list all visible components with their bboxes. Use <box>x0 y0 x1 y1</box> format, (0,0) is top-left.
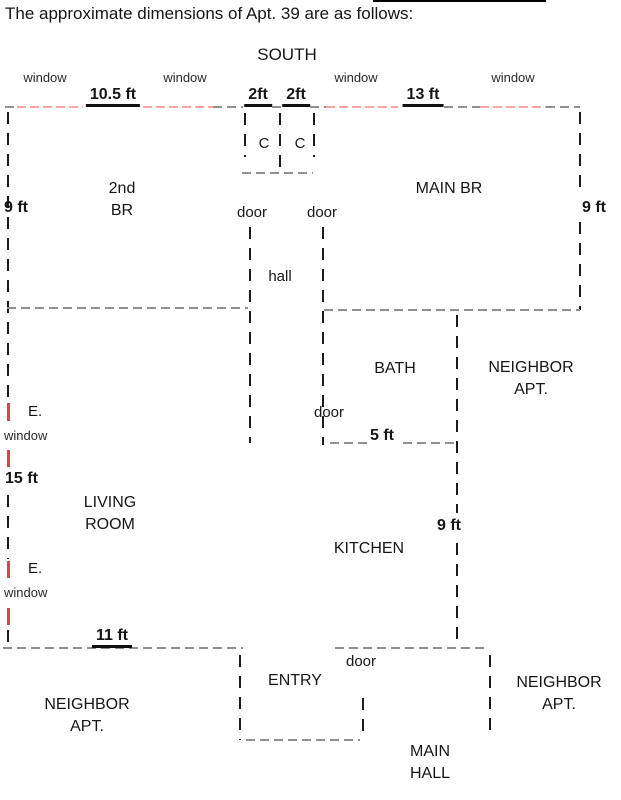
dim-west-9ft: 9 ft <box>4 199 28 216</box>
wall-living-south <box>3 647 243 649</box>
room-label-kitchen: KITCHEN <box>333 540 405 557</box>
entry-wall-south <box>246 739 360 741</box>
room-label-2nd-br: 2nd BR <box>108 180 136 219</box>
room-label-entry: ENTRY <box>268 672 322 689</box>
wall-bath-east <box>456 315 458 513</box>
wall-west <box>7 112 9 400</box>
dim-east-9ft: 9 ft <box>582 199 606 216</box>
wall-east-mainbr <box>579 112 581 196</box>
wall-south-seg <box>444 106 480 108</box>
east-window-bar <box>7 403 10 421</box>
window-south-1 <box>17 106 83 108</box>
south-window-label-3: window <box>334 70 378 85</box>
dim-closet-1: 2ft <box>244 85 272 107</box>
room-label-living: LIVING ROOM <box>83 494 137 533</box>
east-window-label-1: window <box>4 428 48 443</box>
room-label-bath: BATH <box>374 360 416 377</box>
room-label-neighbor-sw: NEIGHBOR APT. <box>44 696 130 735</box>
dim-living-11ft: 11 ft <box>91 626 133 648</box>
closet-front-wall <box>242 172 313 174</box>
wall-2nd-br-south <box>7 307 248 309</box>
wall-mainhall-east <box>489 655 491 737</box>
room-label-neighbor-ne: NEIGHBOR APT. <box>488 359 574 398</box>
wall-west <box>7 495 9 559</box>
closet-wall <box>313 113 315 157</box>
east-window-bar <box>7 608 10 625</box>
south-window-label-2: window <box>163 70 207 85</box>
window-south-4 <box>480 106 546 108</box>
scan-artifact <box>373 0 546 2</box>
dim-living-15ft: 15 ft <box>5 470 38 487</box>
hall-wall-west <box>249 227 251 443</box>
east-window-bar <box>7 450 10 467</box>
closet-wall <box>244 113 246 157</box>
room-label-neighbor-se: NEIGHBOR APT. <box>516 674 602 713</box>
east-window-bar <box>7 561 10 578</box>
wall-kitchen-east <box>456 543 458 645</box>
wall-east-mainbr <box>579 222 581 310</box>
dim-bath-5ft: 5 ft <box>370 427 394 444</box>
wall-bath-south <box>403 442 458 444</box>
compass-south-label: SOUTH <box>257 45 317 64</box>
wall-kitchen-south <box>335 647 485 649</box>
closet-label-2: C <box>294 135 306 152</box>
hall-wall-east <box>322 227 324 445</box>
east-window-e-label-2: E. <box>28 560 43 577</box>
door-label-entry: door <box>345 653 377 670</box>
closet-label-1: C <box>258 135 270 152</box>
door-label-2nd-br: door <box>236 204 268 221</box>
wall-south-seg <box>5 106 17 108</box>
south-window-label-1: window <box>23 70 67 85</box>
wall-south-seg <box>213 106 243 108</box>
entry-wall-west <box>239 655 241 740</box>
wall-south-seg <box>272 106 281 108</box>
window-south-2 <box>143 106 213 108</box>
east-window-label-2: window <box>4 585 48 600</box>
wall-main-br-south <box>324 309 580 311</box>
door-label-main-br: door <box>306 204 338 221</box>
east-window-e-label-1: E. <box>28 403 43 420</box>
page-title: The approximate dimensions of Apt. 39 ar… <box>5 4 414 23</box>
wall-south-seg <box>546 106 580 108</box>
door-label-bath: door <box>313 404 345 421</box>
dim-closet-2: 2ft <box>282 85 310 107</box>
entry-wall-east <box>362 698 364 740</box>
room-label-main-hall: MAIN HALL <box>409 743 451 782</box>
dim-top-left: 10.5 ft <box>85 85 141 107</box>
wall-west <box>7 630 9 650</box>
south-window-label-4: window <box>491 70 535 85</box>
window-south-3 <box>326 106 398 108</box>
dim-top-right: 13 ft <box>402 85 444 107</box>
room-label-main-br: MAIN BR <box>415 180 483 197</box>
wall-south-seg <box>310 106 326 108</box>
room-label-hall: hall <box>268 268 292 285</box>
dim-kitchen-9ft: 9 ft <box>437 517 461 534</box>
closet-wall <box>279 113 281 174</box>
wall-bath-south <box>330 442 367 444</box>
